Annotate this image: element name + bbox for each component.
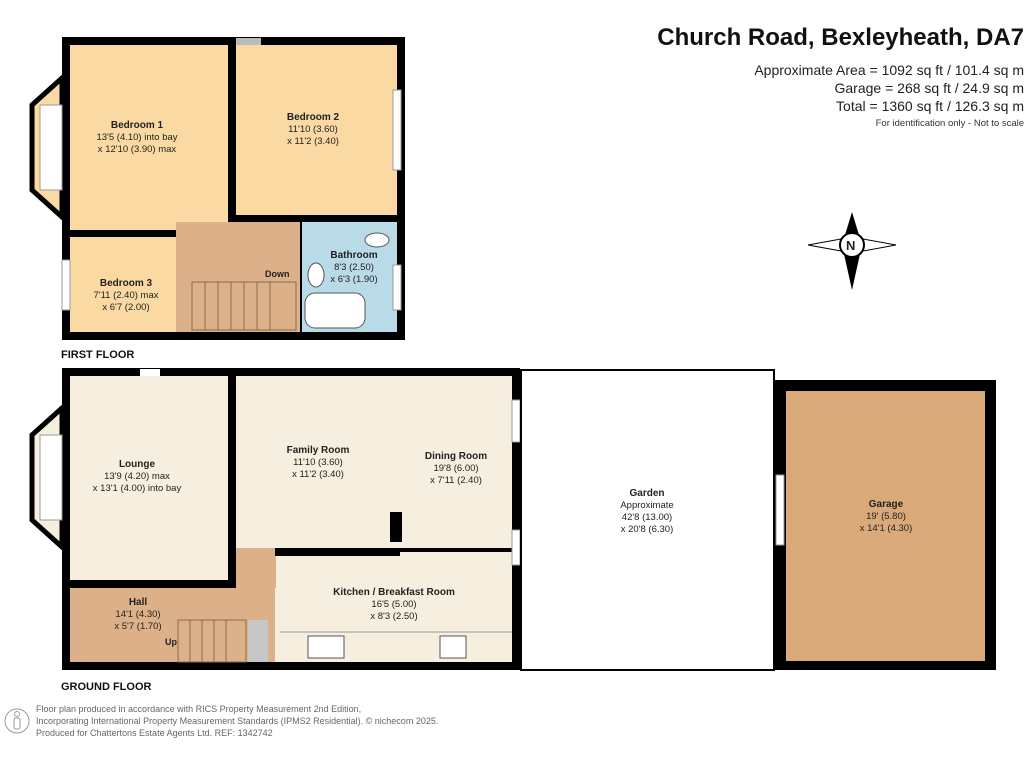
compass-label: N (846, 238, 856, 253)
footer-line: Floor plan produced in accordance with R… (36, 704, 362, 714)
sink-icon (307, 635, 345, 659)
footer-text: Floor plan produced in accordance with R… (36, 703, 438, 739)
compass-icon (807, 212, 897, 290)
hob-icon (439, 635, 467, 659)
bedroom-1-area (70, 45, 228, 230)
garden-area (520, 369, 775, 671)
approximate-area: Approximate Area = 1092 sq ft / 101.4 sq… (754, 62, 1024, 78)
total-area: Total = 1360 sq ft / 126.3 sq m (836, 98, 1024, 114)
person-logo-icon (4, 708, 30, 734)
family-dining-area (236, 376, 512, 548)
stairs-first-floor (191, 281, 297, 331)
landing-area (176, 222, 300, 332)
first-floor-label: FIRST FLOOR (61, 349, 135, 361)
bedroom-3-area (70, 237, 185, 332)
stairs-down-label: Down (265, 269, 290, 279)
bedroom-2-area (236, 45, 397, 215)
garage-area-text: Garage = 268 sq ft / 24.9 sq m (834, 80, 1024, 96)
stairs-ground-floor (177, 619, 247, 663)
footer-line: Produced for Chattertons Estate Agents L… (36, 728, 273, 738)
property-title: Church Road, Bexleyheath, DA7 (657, 24, 1024, 51)
scale-note: For identification only - Not to scale (875, 118, 1024, 129)
hall-area (70, 588, 275, 662)
footer-line: Incorporating International Property Mea… (36, 716, 439, 726)
first-floor-plan (29, 37, 405, 340)
stairs-up-label: Up (165, 637, 177, 647)
ground-floor-label: GROUND FLOOR (61, 681, 152, 693)
garage-area (786, 391, 985, 661)
lounge-area (70, 376, 228, 580)
bathroom-fixtures (304, 232, 390, 329)
ground-floor-plan (29, 368, 521, 670)
